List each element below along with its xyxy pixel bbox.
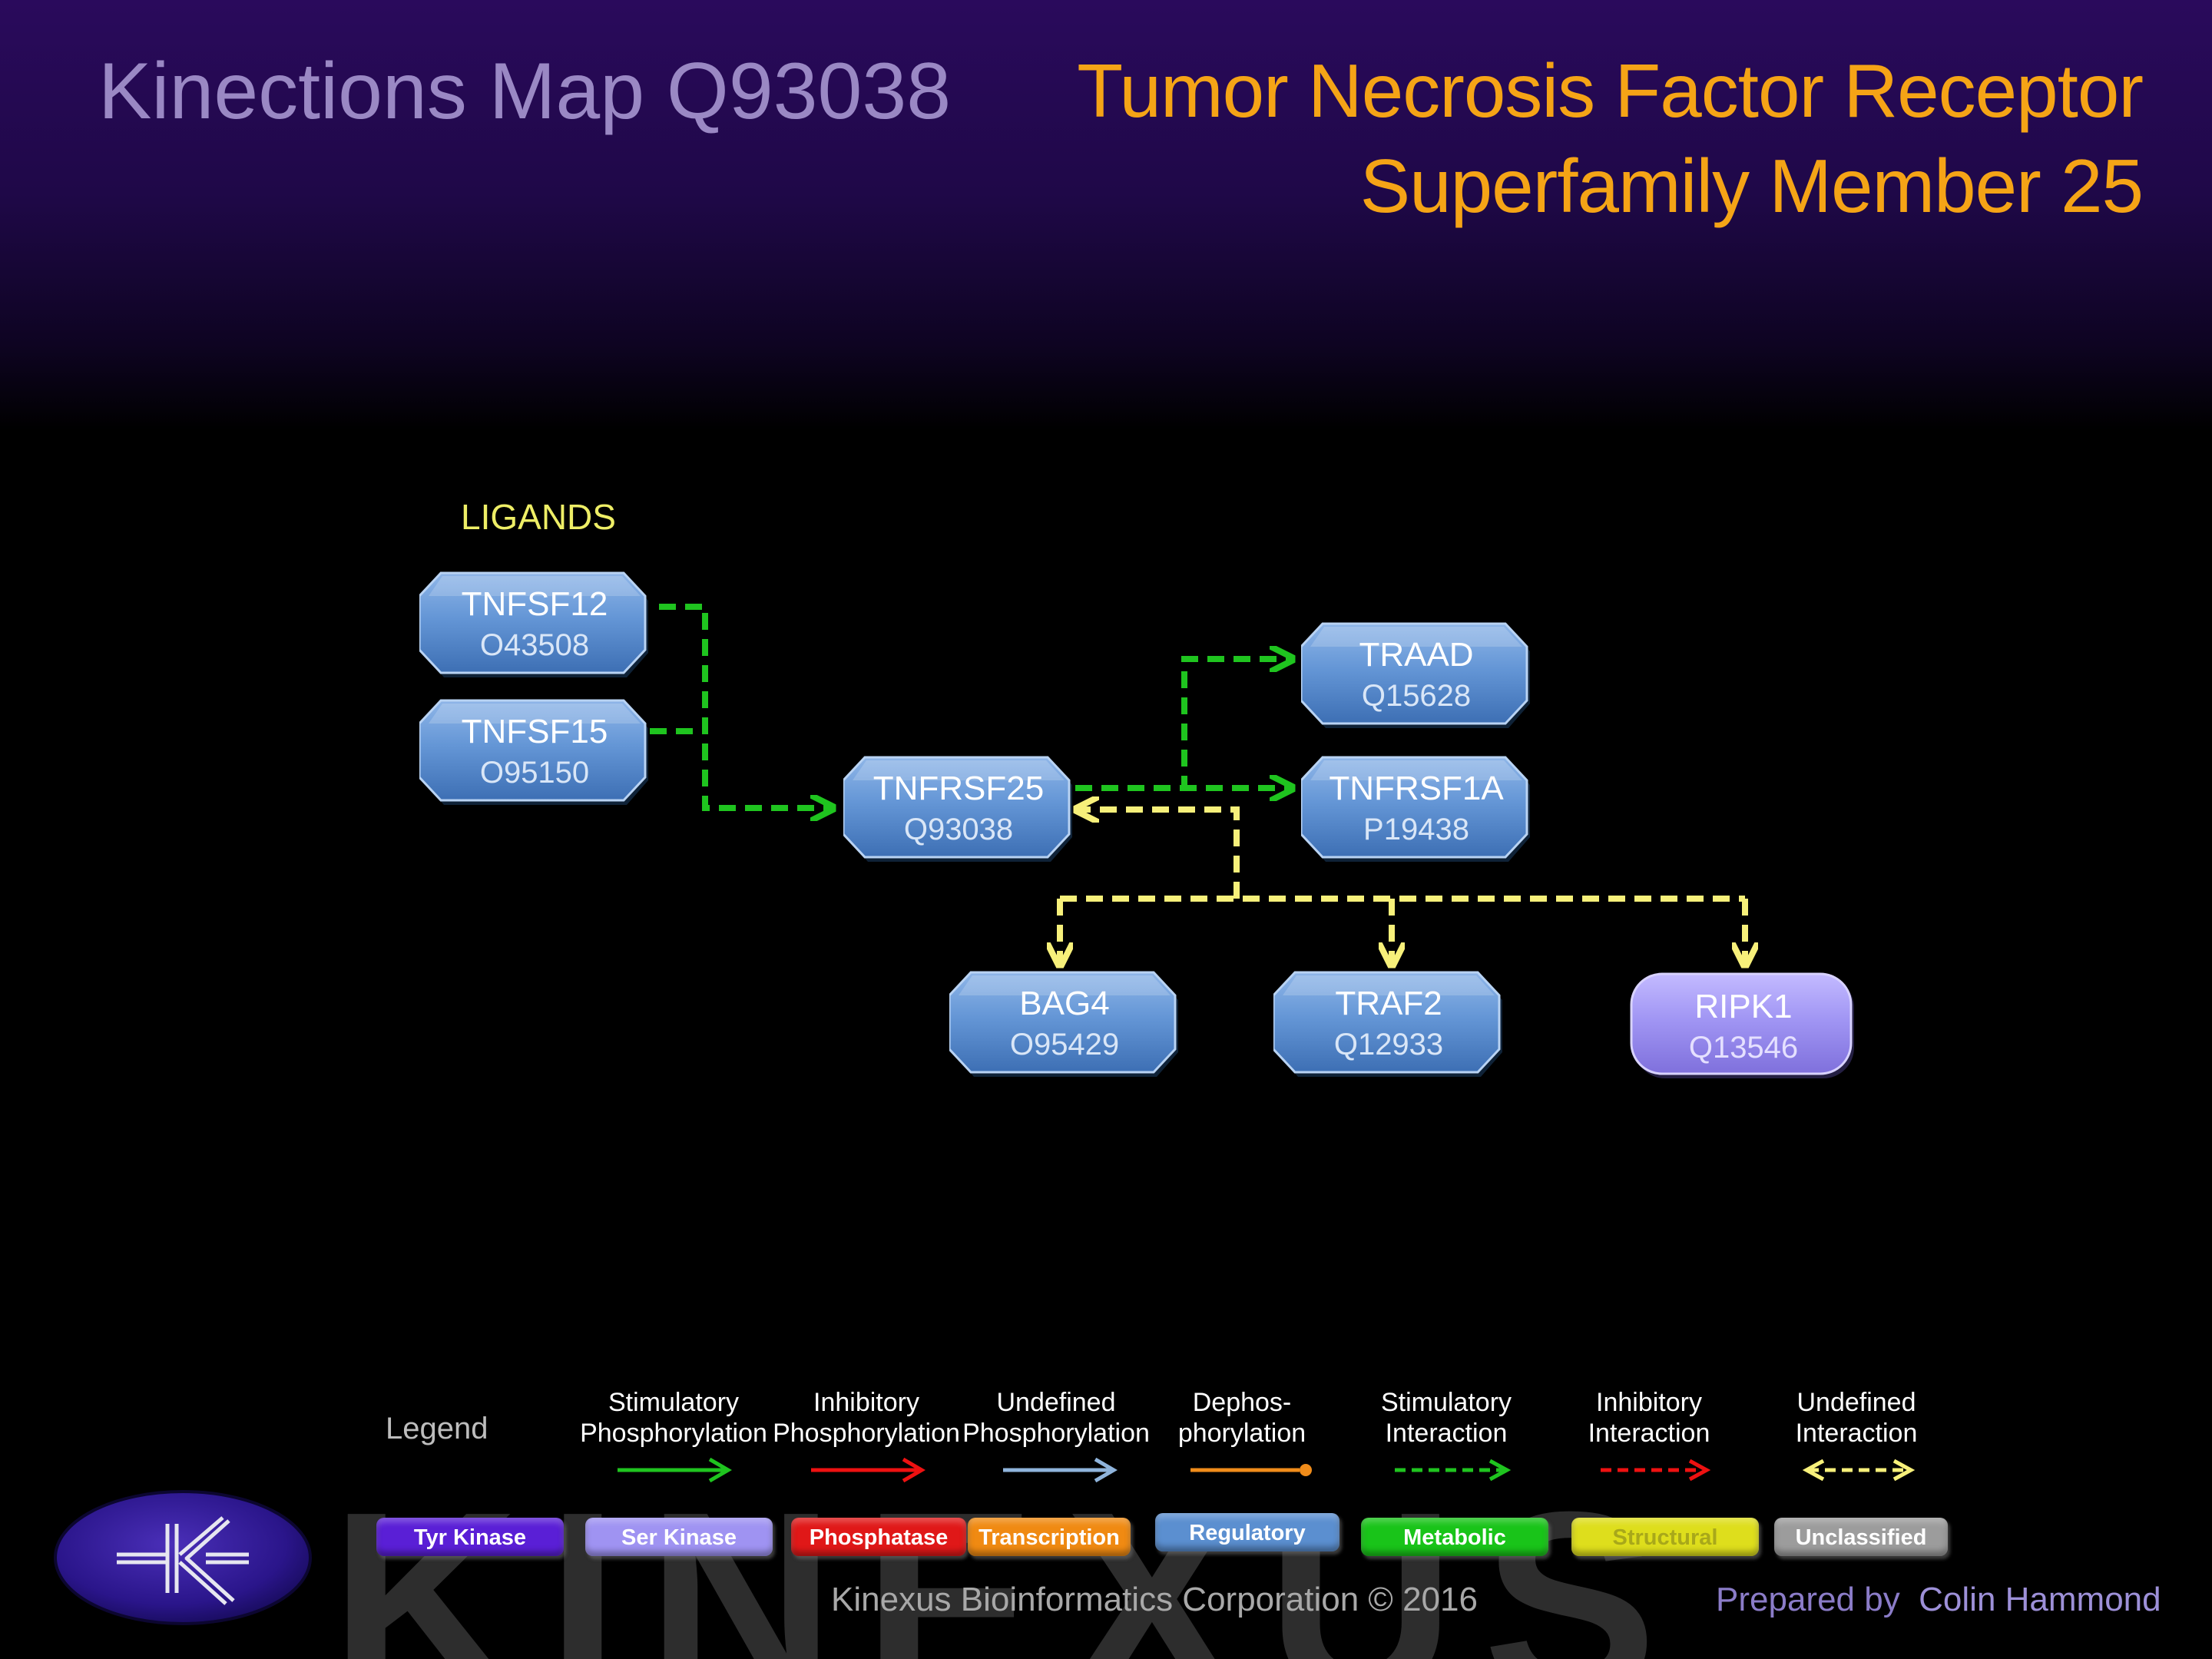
legend-arrow-undefined-interaction: [1802, 1459, 1916, 1482]
legend-arrow-stimulatory-phosphorylation: [618, 1457, 732, 1483]
node-name: TNFRSF25: [873, 770, 1045, 807]
node-traad[interactable]: TRAAD Q15628: [1301, 621, 1532, 730]
legend-caption-line2: Interaction: [1795, 1419, 1918, 1448]
legend-arrow-samples: [618, 1457, 1916, 1483]
legend-arrow-inhibitory-phosphorylation: [811, 1457, 926, 1483]
legend-category-tyr-kinase: Tyr Kinase: [376, 1518, 564, 1556]
node-shape: [1630, 972, 1854, 1078]
legend-caption-line1: Undefined: [996, 1388, 1116, 1417]
legend-category-phosphatase: Phosphatase: [791, 1518, 966, 1556]
protein-title-line2: Superfamily Member 25: [1359, 144, 2144, 228]
node-name: BAG4: [1019, 985, 1110, 1022]
legend-arrow-undefined-phosphorylation: [1003, 1457, 1118, 1483]
edge-tnfrsf25-to-traad: [1075, 659, 1290, 791]
legend-category-transcription: Transcription: [968, 1518, 1131, 1556]
node-accession: O43508: [479, 628, 590, 662]
node-tnfsf15[interactable]: TNFSF15 O95150: [419, 697, 650, 806]
legend-arrow-inhibitory-interaction: [1601, 1459, 1711, 1482]
legend-caption-line1: Stimulatory: [608, 1388, 740, 1417]
legend-caption-inhibitory-phosphorylation: Inhibitory Phosphorylation: [770, 1387, 962, 1449]
legend-caption-stimulatory-phosphorylation: Stimulatory Phosphorylation: [578, 1387, 770, 1449]
edge-tnfsf12-to-tnfrsf25: [659, 604, 831, 808]
legend-category-metabolic: Metabolic: [1361, 1518, 1548, 1556]
node-name: TNFSF15: [461, 713, 608, 750]
legend-caption-line2: Interaction: [1385, 1419, 1508, 1448]
legend-category-ser-kinase: Ser Kinase: [585, 1518, 773, 1556]
header-band: [0, 0, 2212, 430]
node-ripk1[interactable]: RIPK1 Q13546: [1628, 972, 1859, 1081]
legend-category-regulatory: Regulatory: [1155, 1513, 1339, 1551]
map-title: Kinections Map Q93038: [98, 47, 952, 136]
node-tnfrsf25[interactable]: TNFRSF25 Q93038: [843, 754, 1074, 863]
node-bag4[interactable]: BAG4 O95429: [949, 969, 1180, 1078]
legend-category-structural: Structural: [1571, 1518, 1759, 1556]
legend-category-unclassified: Unclassified: [1774, 1518, 1948, 1556]
legend-caption-line1: Undefined: [1796, 1388, 1916, 1417]
legend-caption-line2: phorylation: [1177, 1419, 1306, 1448]
node-accession: Q15628: [1361, 679, 1472, 713]
node-name: TRAAD: [1359, 636, 1474, 674]
legend-caption-line1: Dephos-: [1192, 1388, 1292, 1417]
legend-caption-line2: Phosphorylation: [962, 1419, 1150, 1448]
node-accession: Q93038: [903, 813, 1014, 846]
node-tnfsf12[interactable]: TNFSF12 O43508: [419, 570, 650, 679]
legend-caption-line2: Interaction: [1588, 1419, 1710, 1448]
legend-caption-line2: Phosphorylation: [773, 1419, 960, 1448]
node-accession: Q13546: [1688, 1031, 1799, 1065]
node-traf2[interactable]: TRAF2 Q12933: [1273, 969, 1504, 1078]
kinexus-watermark: KINEXUS: [330, 1458, 1685, 1659]
node-name: TNFRSF1A: [1329, 770, 1504, 807]
legend-caption-undefined-interaction: Undefined Interaction: [1760, 1387, 1952, 1449]
prepared-by: Prepared by Colin Hammond: [1716, 1581, 2161, 1619]
legend-arrow-stimulatory-interaction: [1395, 1459, 1512, 1482]
legend-caption-line2: Phosphorylation: [580, 1419, 767, 1448]
legend-caption-line1: Inhibitory: [813, 1388, 919, 1417]
node-name: TNFSF12: [461, 585, 608, 623]
legend-caption-line1: Stimulatory: [1380, 1388, 1512, 1417]
footer-credit: Kinexus Bioinformatics Corporation © 201…: [831, 1581, 1478, 1618]
legend-caption-stimulatory-interaction: Stimulatory Interaction: [1350, 1387, 1542, 1449]
legend-caption-inhibitory-interaction: Inhibitory Interaction: [1553, 1387, 1745, 1449]
prepared-by-label: Prepared by: [1716, 1581, 1900, 1618]
legend-title: Legend: [386, 1412, 488, 1445]
node-name: RIPK1: [1694, 988, 1793, 1025]
edge-tnfrsf25-undefined-bus: [1060, 810, 1745, 902]
legend-caption-dephosphorylation: Dephos- phorylation: [1146, 1387, 1338, 1449]
legend-arrow-dephosphorylation: [1190, 1464, 1312, 1476]
node-name: TRAF2: [1335, 985, 1442, 1022]
protein-title-line1: Tumor Necrosis Factor Receptor: [1077, 48, 2144, 133]
node-accession: O95429: [1009, 1028, 1120, 1061]
preparer-name: Colin Hammond: [1919, 1581, 2161, 1618]
node-accession: Q12933: [1333, 1028, 1444, 1061]
node-tnfrsf1a[interactable]: TNFRSF1A P19438: [1301, 754, 1532, 863]
kinexus-logo: [54, 1490, 312, 1625]
ligands-label: LIGANDS: [461, 497, 616, 537]
node-accession: O95150: [479, 756, 590, 790]
legend-caption-undefined-phosphorylation: Undefined Phosphorylation: [960, 1387, 1152, 1449]
legend-caption-line1: Inhibitory: [1596, 1388, 1702, 1417]
node-accession: P19438: [1363, 813, 1469, 846]
